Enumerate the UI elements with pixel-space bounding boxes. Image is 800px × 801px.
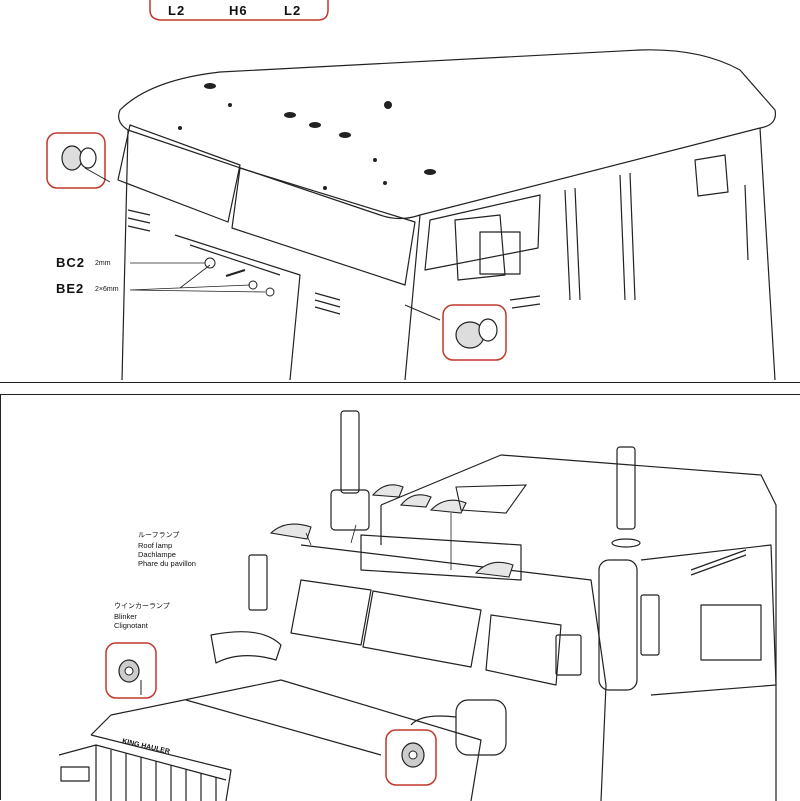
- blinker-label-jp: ウインカーランプ: [114, 603, 170, 610]
- blinker-highlight-right: [385, 729, 437, 786]
- roof-lamp-label-fr: Phare du pavillon: [138, 559, 196, 568]
- parts-callout-box: [149, 0, 329, 21]
- lamp-highlight-left: [46, 132, 106, 189]
- bc2-size: 2mm: [95, 260, 111, 267]
- be2-size: 2×6mm: [95, 286, 119, 293]
- be2-code: BE2: [56, 281, 85, 296]
- callout-part-l2-left: L2: [168, 3, 186, 18]
- bottom-assembly-panel: ルーフランプ Roof lamp Dachlampe Phare du pavi…: [0, 394, 800, 801]
- callout-part-h6: H6: [229, 3, 248, 18]
- roof-lamp-label-en: Roof lamp: [138, 541, 173, 550]
- roof-lamp-label-jp: ルーフランプ: [138, 532, 180, 539]
- truck-front-diagram: [58, 410, 777, 801]
- blinker-label-fr: Clignotant: [114, 621, 148, 630]
- roof-lamp-label-de: Dachlampe: [138, 550, 176, 559]
- bc2-code: BC2: [56, 255, 86, 270]
- cab-rear-diagram: [46, 0, 777, 381]
- lamp-highlight-right: [442, 304, 507, 361]
- callout-part-l2-right: L2: [284, 3, 302, 18]
- top-assembly-panel: L2 H6 L2 BC2 2mm BE2 2×6mm: [0, 0, 800, 383]
- blinker-label-en: Blinker: [114, 612, 137, 621]
- blinker-highlight-left: [105, 642, 157, 699]
